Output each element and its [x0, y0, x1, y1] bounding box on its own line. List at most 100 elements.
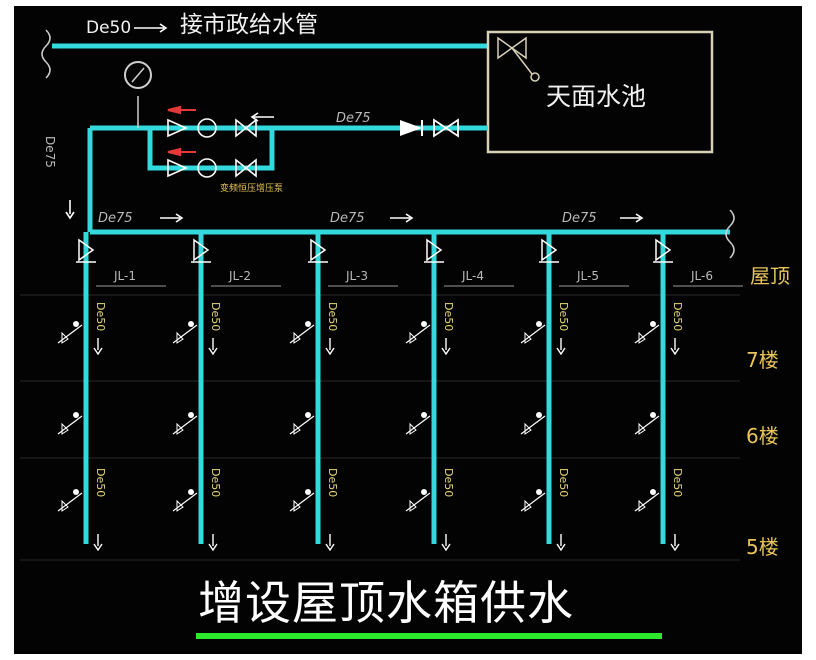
branch-size: De50: [671, 468, 684, 498]
branch-valve-icon: [409, 499, 417, 512]
branch-meter-icon: [650, 321, 656, 327]
branch-valve-icon: [61, 499, 69, 512]
riser-tag: JL-3: [346, 269, 368, 283]
header-size-3: De75: [562, 211, 597, 226]
branch-valve-icon: [638, 422, 646, 435]
riser-feed-size: De75: [43, 136, 57, 168]
flow-arrow-icon: [134, 23, 168, 33]
diagram-caption: 增设屋顶水箱供水: [198, 576, 574, 630]
caption-underline: [196, 633, 662, 639]
down-arrow-icon: [93, 534, 103, 552]
riser-tag: JL-1: [114, 269, 136, 283]
branch-valve-icon: [61, 331, 69, 344]
branch-size: De50: [557, 302, 570, 332]
branch-size: De50: [442, 302, 455, 332]
branch-meter-icon: [536, 321, 542, 327]
down-arrow-icon: [325, 338, 335, 356]
branch-meter-icon: [650, 489, 656, 495]
check-valve-icon: [400, 120, 423, 136]
gate-valve-icon: [433, 118, 459, 138]
branch-meter-icon: [650, 412, 656, 418]
header-size-1: De75: [98, 211, 133, 226]
pump-outlet-size: De75: [336, 111, 371, 126]
branch-size: De50: [94, 302, 107, 332]
flow-arrow-red-icon: [167, 105, 196, 115]
branch-meter-icon: [188, 412, 194, 418]
rooftop-tank: [486, 30, 714, 154]
down-arrow-icon: [208, 338, 218, 356]
pump-group-label: 变频恒压增压泵: [220, 184, 284, 194]
down-arrow-icon: [556, 338, 566, 356]
branch-valve-icon: [176, 499, 184, 512]
branch-meter-icon: [536, 412, 542, 418]
branch-meter-icon: [188, 489, 194, 495]
down-arrow-icon: [208, 534, 218, 552]
branch-meter-icon: [73, 489, 79, 495]
pump-upper-icon: [167, 118, 257, 138]
branch-meter-icon: [421, 412, 427, 418]
pressure-gauge-icon: [124, 61, 152, 89]
branch-meter-icon: [421, 321, 427, 327]
down-arrow-icon: [325, 534, 335, 552]
branch-valve-icon: [524, 331, 532, 344]
flow-arrow-icon: [390, 213, 414, 223]
pump-lower-icon: [167, 158, 257, 178]
branch-meter-icon: [188, 321, 194, 327]
floor-label-7: 7楼: [746, 348, 779, 372]
pipe-break-mark: [41, 29, 51, 79]
branch-valve-icon: [524, 499, 532, 512]
branch-size: De50: [442, 468, 455, 498]
branch-meter-icon: [305, 412, 311, 418]
gauge-needle: [131, 67, 145, 83]
floor-label-5: 5楼: [746, 535, 779, 559]
down-arrow-icon: [670, 534, 680, 552]
branch-size: De50: [209, 302, 222, 332]
city-supply-label: 接市政给水管: [180, 12, 318, 38]
branch-valve-icon: [293, 422, 301, 435]
branch-size: De50: [326, 302, 339, 332]
branch-valve-icon: [409, 422, 417, 435]
branch-valve-icon: [524, 422, 532, 435]
branch-valve-icon: [293, 331, 301, 344]
branch-meter-icon: [305, 489, 311, 495]
branch-meter-icon: [421, 489, 427, 495]
floor-label-6: 6楼: [746, 424, 779, 448]
branch-meter-icon: [536, 489, 542, 495]
down-arrow-icon: [441, 338, 451, 356]
header-size-2: De75: [330, 211, 365, 226]
branch-valve-icon: [293, 499, 301, 512]
down-arrow-icon: [93, 338, 103, 356]
riser-valve-icon: [193, 238, 210, 262]
branch-meter-icon: [73, 321, 79, 327]
down-arrow-icon: [65, 200, 75, 220]
branch-size: De50: [326, 468, 339, 498]
cad-drawing-background: [14, 6, 802, 654]
flow-arrow-icon: [250, 112, 274, 122]
riser-tag: JL-5: [577, 269, 599, 283]
branch-valve-icon: [638, 331, 646, 344]
riser-valve-icon: [426, 238, 443, 262]
branch-valve-icon: [409, 331, 417, 344]
branch-meter-icon: [305, 321, 311, 327]
branch-size: De50: [209, 468, 222, 498]
riser-valve-icon: [310, 238, 327, 262]
branch-meter-icon: [73, 412, 79, 418]
riser-valve-icon: [655, 238, 672, 262]
branch-valve-icon: [176, 331, 184, 344]
riser-tag: JL-6: [691, 269, 713, 283]
flow-arrow-icon: [160, 213, 184, 223]
floor-label-roof: 屋顶: [750, 264, 790, 288]
tank-label: 天面水池: [546, 82, 647, 111]
city-supply-size: De50: [86, 18, 132, 38]
branch-size: De50: [94, 468, 107, 498]
flow-arrow-icon: [620, 213, 644, 223]
branch-size: De50: [557, 468, 570, 498]
branch-valve-icon: [638, 499, 646, 512]
pipe-break-mark: [725, 209, 735, 259]
down-arrow-icon: [670, 338, 680, 356]
riser-valve-icon: [78, 238, 95, 262]
riser-valve-icon: [541, 238, 558, 262]
down-arrow-icon: [556, 534, 566, 552]
